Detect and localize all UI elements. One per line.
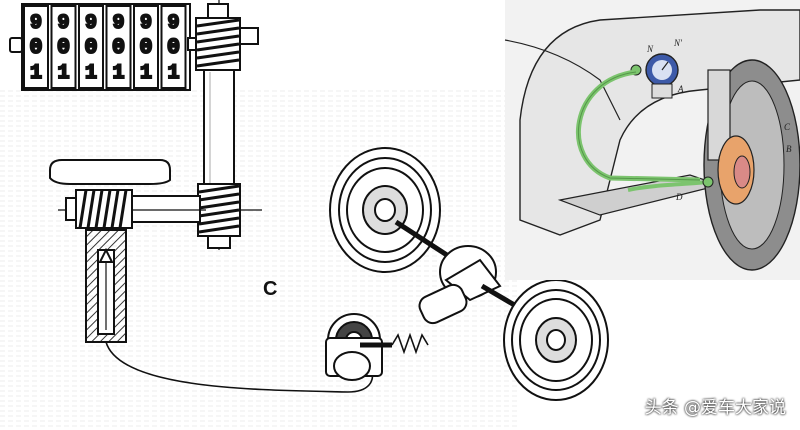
counter-digit: 9 (85, 12, 97, 35)
spring-coupling (391, 332, 429, 355)
horizontal-shaft (49, 159, 206, 229)
counter-digit: 0 (57, 35, 70, 60)
counter-digit: 9 (57, 12, 69, 35)
flexible-cable (105, 341, 374, 393)
drive-gear (325, 313, 392, 381)
photo-label-a: A (677, 84, 684, 94)
counter-wheel (160, 5, 187, 89)
axle-assembly (329, 147, 609, 401)
counter-digit: 0 (84, 35, 97, 60)
counter-digit: 1 (140, 62, 152, 85)
wheel-left (329, 147, 441, 273)
photo-label-n-prime: N' (673, 38, 683, 48)
wheel-right (503, 279, 609, 401)
photo-label-n: N (646, 44, 654, 54)
counter-digit: 1 (112, 62, 124, 85)
counter-digit: 9 (167, 12, 179, 35)
cable-housing (85, 229, 127, 343)
counter-digit: 1 (30, 62, 42, 85)
counter-digit: 0 (139, 35, 152, 60)
counter-wheel (105, 5, 132, 89)
counter-digit: 0 (167, 35, 180, 60)
counter-digit: 1 (85, 62, 97, 85)
photo-label-d: D (675, 192, 683, 202)
counter-digit: 9 (112, 12, 124, 35)
counter-wheel (23, 5, 49, 89)
label-c: C (263, 278, 278, 300)
counter-digit: 9 (30, 12, 42, 35)
photo-label-c: C (784, 122, 791, 132)
counter-wheel (50, 5, 77, 89)
watermark: 头条 @爱车大家说 (644, 398, 786, 418)
vertical-shaft (195, 0, 262, 250)
counter-wheel (133, 5, 159, 89)
counter-wheel (78, 5, 104, 89)
counter-digit: 0 (112, 35, 125, 60)
counter-digit: 1 (167, 62, 179, 85)
car-wheel-photo: N N' A C B D (504, 0, 800, 280)
counter-digit: 9 (140, 12, 152, 35)
counter-digit: 0 (29, 35, 42, 60)
photo-label-b: B (786, 144, 792, 154)
counter-digit: 1 (57, 62, 69, 85)
